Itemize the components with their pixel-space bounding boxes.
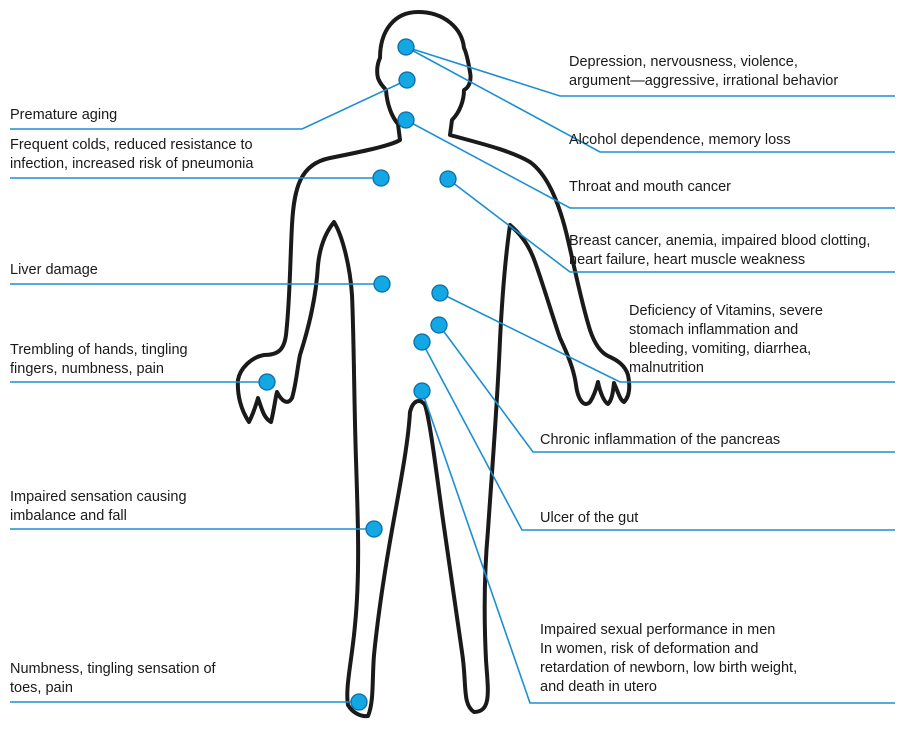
dot-face [399,72,415,88]
dot-throat [398,112,414,128]
dot-lungs [373,170,389,186]
label-pancreas: Chronic inflammation of the pancreas [540,431,780,450]
label-trembling: Trembling of hands, tingling fingers, nu… [10,341,188,379]
label-ulcer: Ulcer of the gut [540,509,638,528]
label-imbalance: Impaired sensation causing imbalance and… [10,488,187,526]
dot-heart [440,171,456,187]
label-premature-aging: Premature aging [10,106,117,125]
label-depression: Depression, nervousness, violence, argum… [569,53,838,91]
label-breast: Breast cancer, anemia, impaired blood cl… [569,232,870,270]
label-sexual: Impaired sexual performance in men In wo… [540,621,797,697]
label-toes: Numbness, tingling sensation of toes, pa… [10,660,216,698]
dot-foot [351,694,367,710]
label-vitamins: Deficiency of Vitamins, severe stomach i… [629,302,823,378]
dot-brain [398,39,414,55]
dot-liver [374,276,390,292]
dot-hand [259,374,275,390]
dot-knee [366,521,382,537]
dot-gut [414,334,430,350]
label-throat: Throat and mouth cancer [569,178,731,197]
dot-stomach [432,285,448,301]
label-alcohol: Alcohol dependence, memory loss [569,131,791,150]
label-liver: Liver damage [10,261,98,280]
dot-pancreas [431,317,447,333]
label-colds: Frequent colds, reduced resistance to in… [10,136,253,174]
dot-groin [414,383,430,399]
